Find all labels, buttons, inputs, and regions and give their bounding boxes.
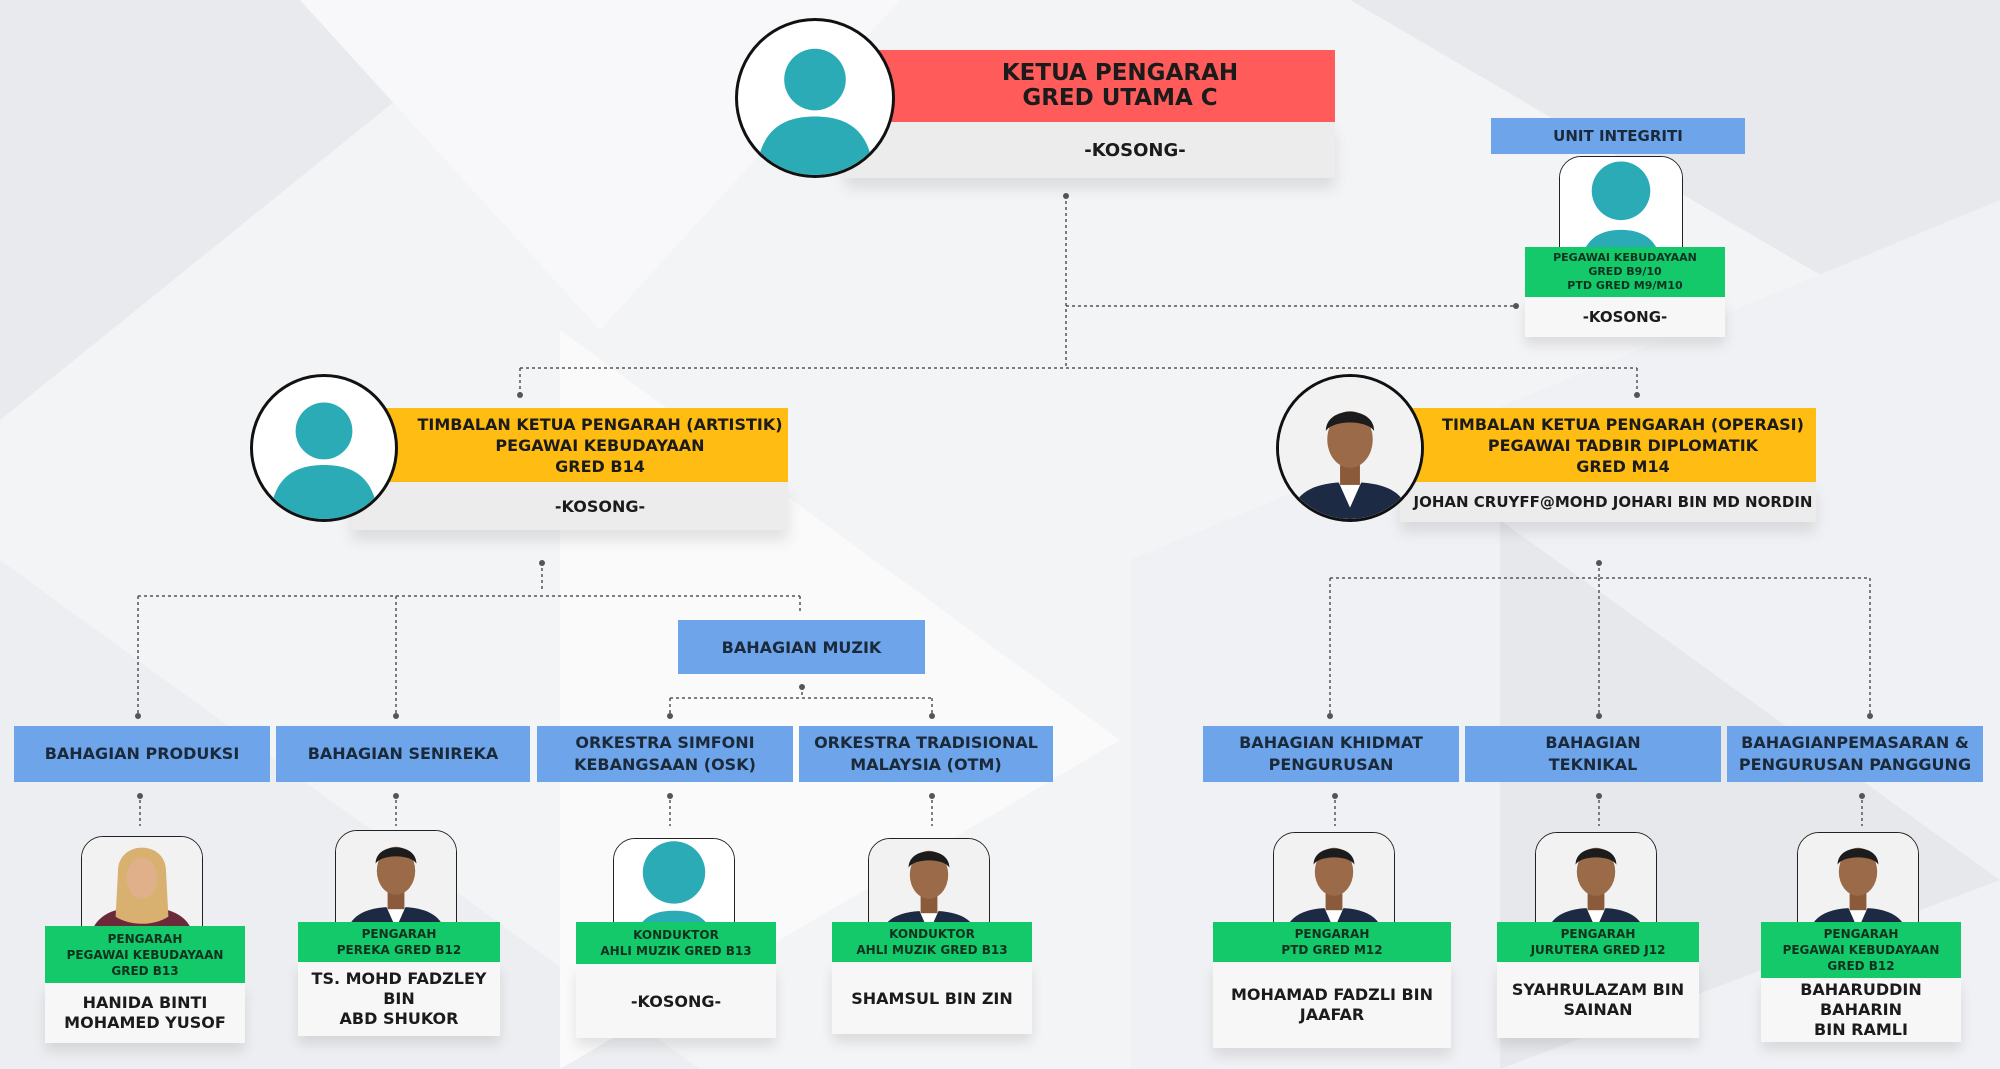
deputy-artistic-name-label: -KOSONG- (352, 482, 788, 530)
division-produksi-label: BAHAGIAN PRODUKSI (14, 726, 270, 782)
division-pemasaran-position: PENGARAH PEGAWAI KEBUDAYAAN GRED B12 (1761, 922, 1961, 978)
division-pemasaran-label: BAHAGIANPEMASARAN & PENGURUSAN PANGGUNG (1727, 726, 1983, 782)
division-osk-label: ORKESTRA SIMFONI KEBANGSAAN (OSK) (537, 726, 793, 782)
division-teknikal-label: BAHAGIAN TEKNIKAL (1465, 726, 1721, 782)
division-teknikal-person: SYAHRULAZAM BIN SAINAN (1497, 962, 1699, 1038)
placeholder-avatar-icon (1560, 157, 1682, 249)
integrity-position-label: PEGAWAI KEBUDAYAAN GRED B9/10 PTD GRED M… (1525, 247, 1725, 297)
division-senireka-position: PENGARAH PEREKA GRED B12 (298, 922, 500, 962)
deputy-operations-title-banner: TIMBALAN KETUA PENGARAH (OPERASI) PEGAWA… (1400, 408, 1816, 482)
division-senireka-label: BAHAGIAN SENIREKA (276, 726, 530, 782)
division-senireka-person: TS. MOHD FADZLEY BIN ABD SHUKOR (298, 962, 500, 1036)
division-pemasaran-person: BAHARUDDIN BAHARIN BIN RAMLI (1761, 978, 1961, 1042)
placeholder-avatar-icon (253, 377, 395, 519)
person-portrait-icon (82, 837, 202, 929)
division-pemasaran-avatar (1797, 832, 1919, 926)
division-khidmat-pengurusan-avatar (1273, 832, 1395, 926)
deputy-artistic-title-banner: TIMBALAN KETUA PENGARAH (ARTISTIK) PEGAW… (352, 408, 788, 482)
integrity-unit-label: UNIT INTEGRITI (1491, 118, 1745, 154)
division-osk-avatar (613, 838, 735, 926)
division-teknikal-position: PENGARAH JURUTERA GRED J12 (1497, 922, 1699, 962)
placeholder-avatar-icon (614, 839, 734, 925)
integrity-avatar (1559, 156, 1683, 250)
person-portrait-icon (1536, 833, 1656, 925)
head-name-label: -KOSONG- (845, 122, 1335, 178)
deputy-operations-avatar (1276, 374, 1424, 522)
division-teknikal-avatar (1535, 832, 1657, 926)
division-otm-label: ORKESTRA TRADISIONAL MALAYSIA (OTM) (799, 726, 1053, 782)
division-senireka-avatar (335, 830, 457, 926)
division-produksi-position: PENGARAH PEGAWAI KEBUDAYAAN GRED B13 (45, 926, 245, 983)
person-portrait-icon (1279, 377, 1421, 519)
person-portrait-icon (1798, 833, 1918, 925)
head-avatar (735, 18, 895, 178)
division-otm-position: KONDUKTOR AHLI MUZIK GRED B13 (832, 922, 1032, 962)
division-otm-person: SHAMSUL BIN ZIN (832, 962, 1032, 1034)
division-otm-avatar (868, 838, 990, 926)
division-khidmat-pengurusan-label: BAHAGIAN KHIDMAT PENGURUSAN (1203, 726, 1459, 782)
head-title-banner: KETUA PENGARAH GRED UTAMA C (845, 50, 1335, 122)
division-khidmat-pengurusan-person: MOHAMAD FADZLI BIN JAAFAR (1213, 962, 1451, 1048)
placeholder-avatar-icon (738, 21, 892, 175)
deputy-operations-name-label: JOHAN CRUYFF@MOHD JOHARI BIN MD NORDIN (1400, 482, 1816, 522)
music-division-label: BAHAGIAN MUZIK (678, 620, 925, 674)
person-portrait-icon (1274, 833, 1394, 925)
division-osk-position: KONDUKTOR AHLI MUZIK GRED B13 (576, 922, 776, 964)
division-produksi-person: HANIDA BINTI MOHAMED YUSOF (45, 983, 245, 1043)
person-portrait-icon (869, 839, 989, 925)
deputy-artistic-avatar (250, 374, 398, 522)
integrity-name-label: -KOSONG- (1525, 297, 1725, 337)
division-khidmat-pengurusan-position: PENGARAH PTD GRED M12 (1213, 922, 1451, 962)
division-osk-person: -KOSONG- (576, 964, 776, 1038)
person-portrait-icon (336, 831, 456, 925)
division-produksi-avatar (81, 836, 203, 930)
